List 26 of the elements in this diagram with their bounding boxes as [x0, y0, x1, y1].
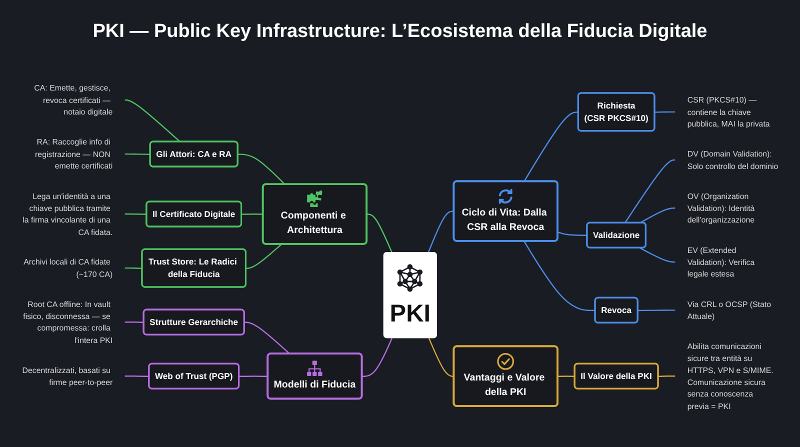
connector — [242, 214, 264, 215]
connector — [366, 214, 393, 253]
connector — [124, 153, 150, 155]
connector — [124, 99, 181, 142]
connector — [558, 231, 588, 236]
connector — [640, 247, 676, 263]
title: PKI — Public Key Infrastructure: L’Ecosistema della Fiducia Digitale — [92, 20, 708, 44]
connector — [124, 213, 147, 215]
connector — [428, 210, 454, 253]
connector — [124, 267, 142, 269]
connector — [624, 159, 676, 224]
connector — [124, 321, 144, 323]
connector — [654, 111, 676, 113]
connector — [238, 154, 286, 185]
connector — [244, 322, 290, 354]
connector — [124, 376, 150, 378]
connector — [246, 244, 282, 269]
connector — [658, 376, 676, 378]
connector — [640, 207, 676, 224]
connector — [362, 338, 393, 378]
connector — [428, 338, 454, 378]
connector — [524, 240, 596, 312]
connector — [524, 112, 578, 182]
connector — [239, 376, 268, 378]
connector — [638, 310, 676, 312]
connector — [558, 376, 575, 378]
